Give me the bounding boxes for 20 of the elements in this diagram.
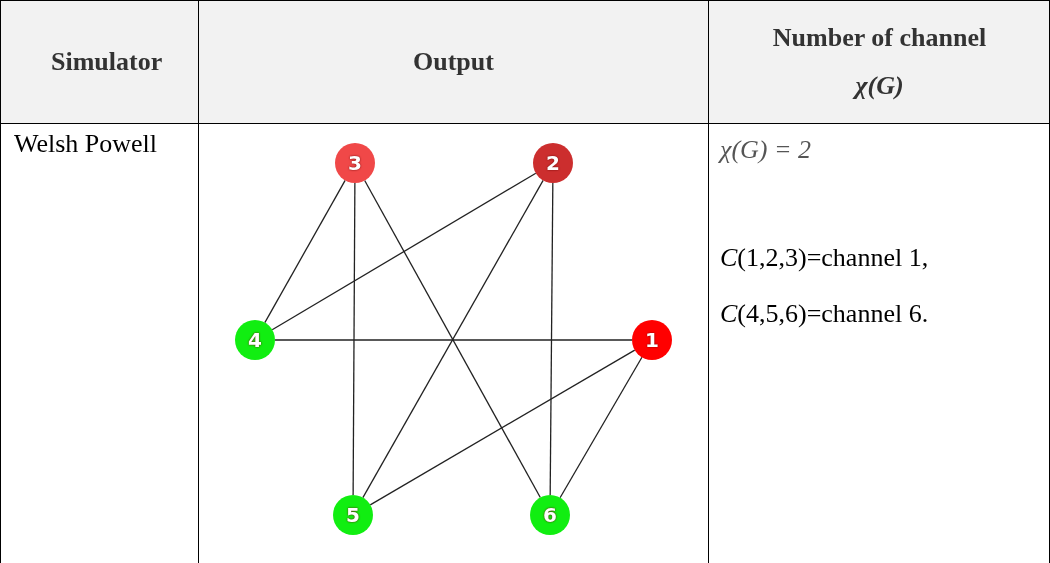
column-header: Number of channel χ(G) — [709, 1, 1050, 123]
graph-vertex: 3 — [335, 143, 375, 183]
graph-edge — [264, 179, 346, 324]
result-text: C(1,2,3)=channel 1, — [720, 242, 929, 274]
result-text: χ(G) = 2 — [720, 134, 812, 166]
row-label: Welsh Powell — [14, 128, 159, 160]
result-text: C(4,5,6)=channel 6. — [720, 298, 929, 330]
graph-edge — [559, 356, 643, 499]
column-header: Simulator — [1, 1, 198, 123]
graph-edge — [352, 182, 356, 496]
graph-edge — [549, 182, 554, 496]
graph-vertex: 1 — [632, 320, 672, 360]
graph-vertex: 5 — [333, 495, 373, 535]
graph-edge — [271, 172, 537, 331]
graph-vertex: 6 — [530, 495, 570, 535]
graph-edge — [369, 349, 636, 506]
graph-edge — [274, 339, 633, 341]
column-header: Output — [199, 1, 708, 123]
graph-vertex: 4 — [235, 320, 275, 360]
graph-vertex: 2 — [533, 143, 573, 183]
